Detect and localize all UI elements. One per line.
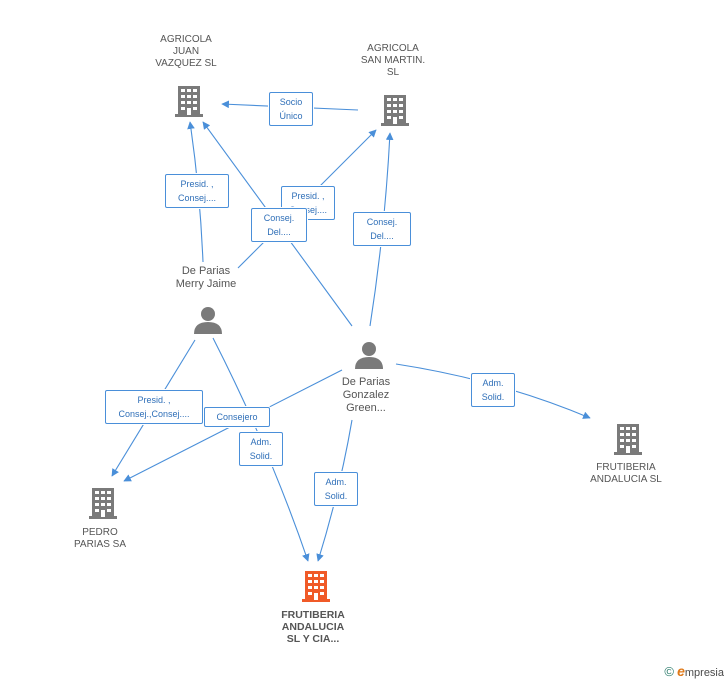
empresia-logo-e: e <box>677 663 685 679</box>
frutiberia-sl-building-icon <box>614 424 642 455</box>
node-agricola-juan[interactable]: AGRICOLA JUAN VAZQUEZ SL <box>155 34 217 69</box>
node-pedro-parias[interactable]: PEDRO PARIAS SA <box>73 527 127 550</box>
edge-label-adm-solid-1: Adm. Solid. <box>471 373 515 407</box>
empresia-logo-text: mpresia <box>684 667 724 679</box>
edge-label-socio-unico: Socio Único <box>269 92 313 126</box>
node-frutiberia-cia[interactable]: FRUTIBERIA ANDALUCIA SL Y CIA... <box>281 609 345 645</box>
edge-label-consej-del-1: Consej. Del.... <box>251 208 307 242</box>
node-frutiberia-sl[interactable]: FRUTIBERIA ANDALUCIA SL <box>590 462 662 485</box>
node-de-parias-gonzalez[interactable]: De Parias Gonzalez Green... <box>341 376 391 414</box>
gonzalez-person-icon <box>355 342 383 369</box>
edge-label-presid-consej-1: Presid. , Consej.... <box>165 174 229 208</box>
frutiberia-cia-building-icon <box>302 571 330 602</box>
pedro-parias-building-icon <box>89 488 117 519</box>
node-agricola-san-martin[interactable]: AGRICOLA SAN MARTIN. SL <box>360 43 426 78</box>
agricola-juan-building-icon <box>175 86 203 117</box>
node-de-parias-merry[interactable]: De Parias Merry Jaime <box>175 265 237 290</box>
edge-label-consejero: Consejero <box>204 407 270 427</box>
copyright-icon: © <box>664 664 675 679</box>
edge-label-adm-solid-2: Adm. Solid. <box>239 432 283 466</box>
agricola-sanmartin-building-icon <box>381 95 409 126</box>
empresia-brand: © empresia <box>664 663 724 679</box>
edge-label-presid-consej-consej: Presid. , Consej.,Consej.... <box>105 390 203 424</box>
edge-label-consej-del-2: Consej. Del.... <box>353 212 411 246</box>
merry-person-icon <box>194 307 222 334</box>
edge-label-presid-consej-2: Presid. , Consej.... <box>281 186 335 220</box>
edge-label-adm-solid-3: Adm. Solid. <box>314 472 358 506</box>
